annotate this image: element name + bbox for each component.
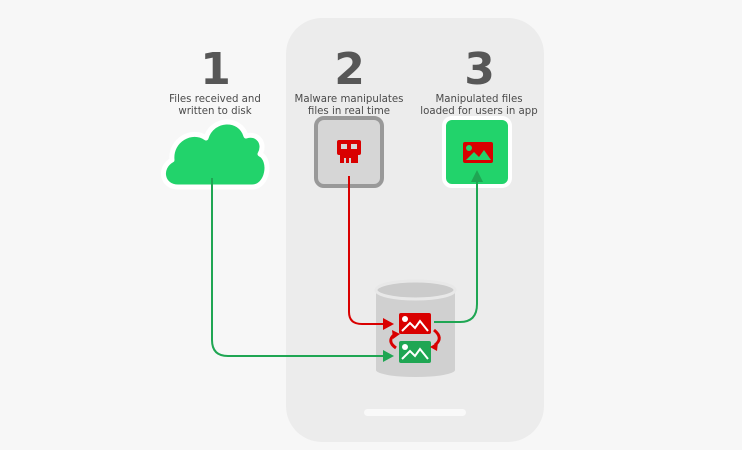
- step-number: 3: [464, 44, 495, 95]
- swap-arrowhead: [392, 330, 400, 339]
- step-description: Manipulated files loaded for users in ap…: [420, 94, 538, 117]
- phone-home-bar: [364, 409, 466, 416]
- step-number: 2: [334, 44, 365, 95]
- cloud-icon: [161, 119, 270, 190]
- skull-box: [314, 116, 384, 188]
- step-description: Malware manipulates files in real time: [294, 94, 404, 117]
- app-image-box: [442, 116, 512, 188]
- step-number: 1: [200, 44, 231, 95]
- image-icon: [463, 142, 493, 163]
- arrow-malware-to-storage: [348, 176, 394, 330]
- step-description: Files received and written to disk: [169, 94, 261, 117]
- swap-arrowhead: [430, 342, 438, 351]
- step-1: 1 Files received and written to disk: [150, 48, 280, 118]
- step-3: 3 Manipulated files loaded for users in …: [405, 48, 553, 118]
- original-image-icon: [399, 341, 431, 363]
- skull-icon: [337, 140, 361, 163]
- arrow-disk-to-storage: [211, 178, 394, 362]
- step-2: 2 Malware manipulates files in real time: [280, 48, 418, 118]
- arrow-storage-to-app: [434, 170, 483, 323]
- manipulated-image-icon: [399, 313, 431, 334]
